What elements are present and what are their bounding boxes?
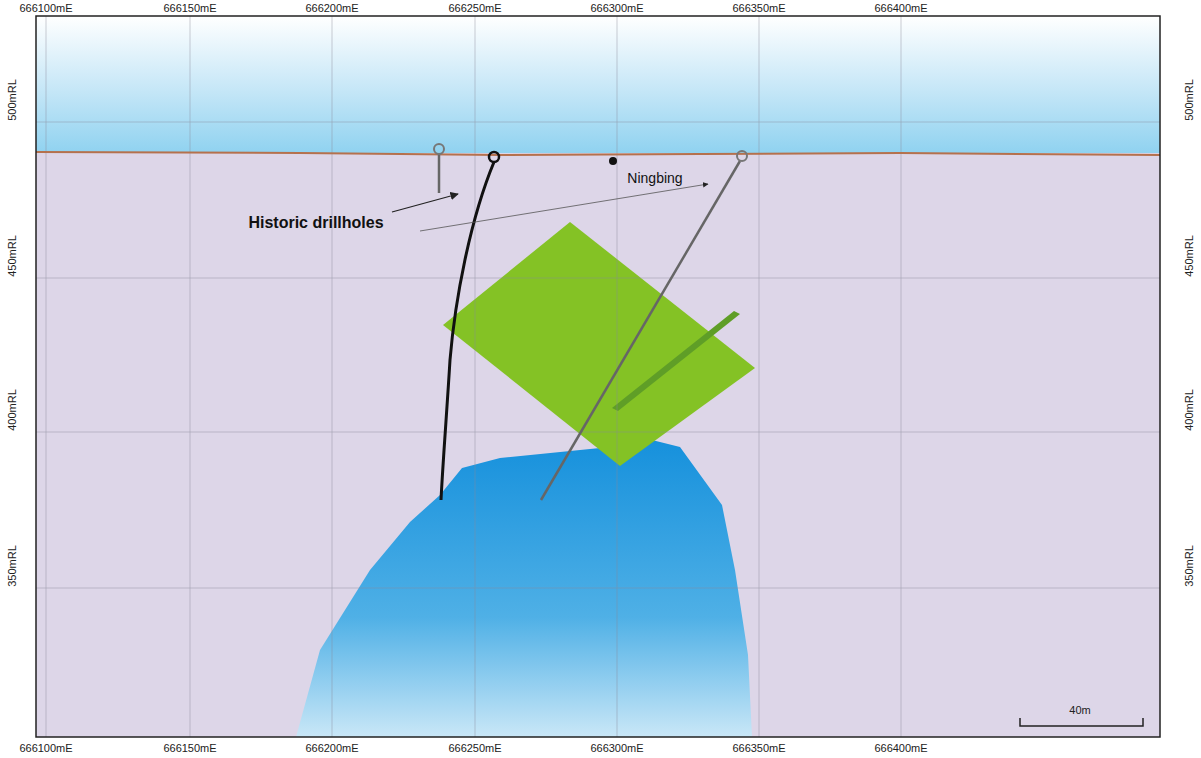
elevation-label: 500mRL — [7, 79, 18, 121]
scale-bar — [1020, 718, 1143, 726]
scale-label: 40m — [1069, 705, 1090, 716]
drillhole — [541, 161, 740, 500]
easting-label: 666250mE — [448, 3, 501, 14]
easting-label: 666150mE — [163, 3, 216, 14]
grid — [36, 16, 1160, 737]
easting-label: 666400mE — [874, 743, 927, 754]
easting-label: 666150mE — [163, 743, 216, 754]
easting-label: 666400mE — [874, 3, 927, 14]
easting-label: 666350mE — [732, 3, 785, 14]
easting-label: 666350mE — [732, 743, 785, 754]
collar — [489, 152, 499, 162]
easting-label: 666300mE — [590, 743, 643, 754]
easting-label: 666100mE — [19, 743, 72, 754]
drillhole — [438, 154, 441, 193]
easting-label: 666200mE — [305, 743, 358, 754]
easting-label: 666200mE — [305, 3, 358, 14]
drillhole — [441, 162, 494, 500]
collar — [737, 151, 747, 161]
easting-label: 666250mE — [448, 743, 501, 754]
ground-surface — [36, 152, 1160, 155]
callout-label: Historic drillholes — [248, 215, 383, 231]
sky — [36, 16, 1160, 154]
elevation-label: 450mRL — [1184, 235, 1195, 277]
elevation-label: 350mRL — [7, 545, 18, 587]
ore-lens — [612, 311, 740, 411]
elevation-label: 400mRL — [1184, 389, 1195, 431]
elevation-label: 500mRL — [1184, 79, 1195, 121]
place-label: Ningbing — [627, 171, 682, 185]
leader-arrow — [420, 184, 708, 231]
elevation-label: 450mRL — [7, 235, 18, 277]
collar — [434, 144, 444, 154]
easting-label: 666300mE — [590, 3, 643, 14]
easting-label: 666100mE — [19, 3, 72, 14]
leader-arrow — [392, 194, 458, 212]
ore-zone — [443, 222, 755, 466]
location-dot — [609, 157, 617, 165]
elevation-label: 400mRL — [7, 389, 18, 431]
ground — [36, 153, 1160, 737]
intrusion-body — [296, 437, 752, 737]
elevation-label: 350mRL — [1184, 545, 1195, 587]
frame — [36, 16, 1160, 737]
